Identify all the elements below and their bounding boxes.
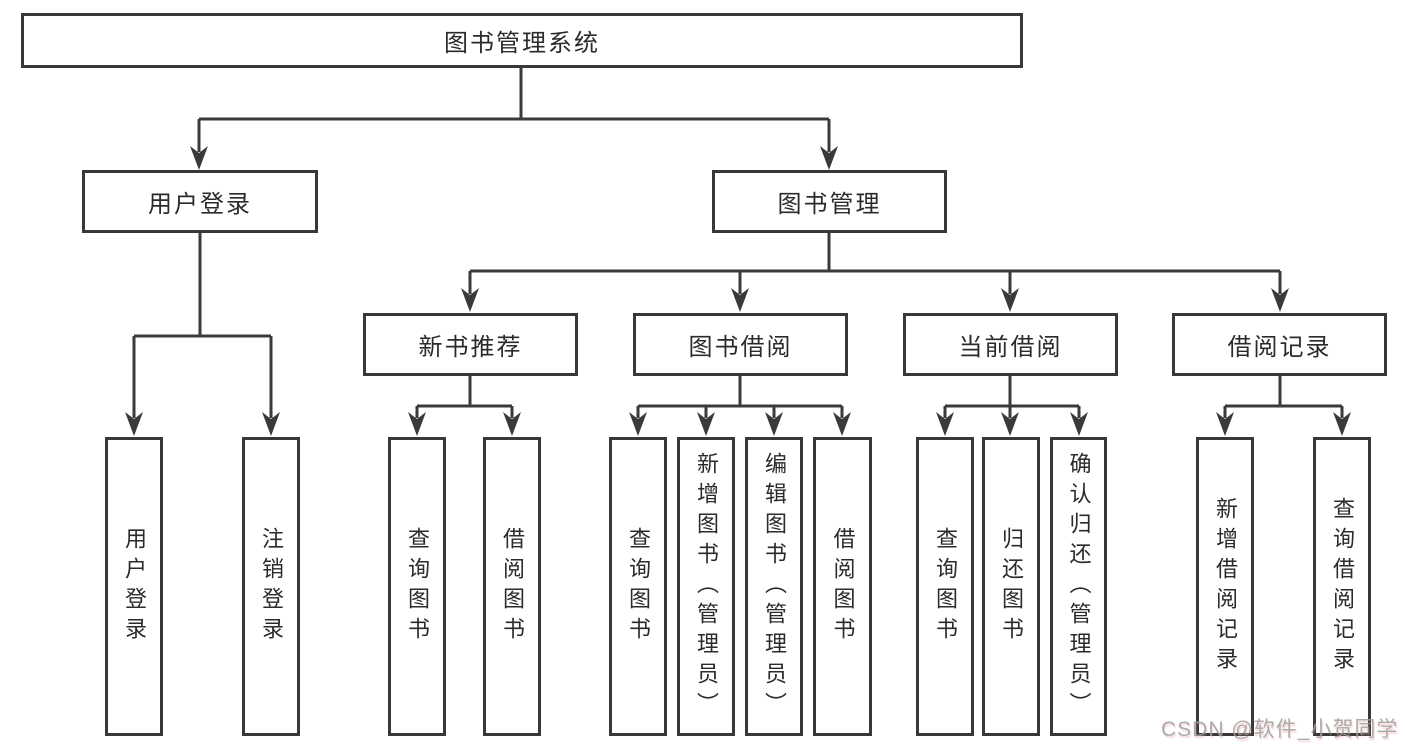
node-root-label: 图书管理系统 [444, 30, 600, 57]
node-leaf-borrow-books-recommend: 借阅图书 [483, 437, 541, 736]
node-label: 新增借阅记录 [1213, 496, 1238, 677]
node-leaf-add-books-admin: 新增图书（管理员） [677, 437, 735, 736]
node-label: 图书管理 [777, 191, 882, 218]
node-label: 查询图书 [626, 526, 651, 647]
node-label: 新书推荐 [418, 334, 523, 361]
node-leaf-user-login: 用户登录 [105, 437, 163, 736]
node-label: 用户登录 [122, 526, 147, 647]
node-label: 借阅图书 [500, 526, 525, 647]
node-label: 用户登录 [148, 191, 252, 218]
node-leaf-return-books: 归还图书 [982, 437, 1040, 736]
node-leaf-edit-books-admin: 编辑图书（管理员） [745, 437, 803, 736]
node-label: 编辑图书（管理员） [762, 451, 787, 722]
node-label: 注销登录 [259, 526, 284, 647]
node-label: 借阅图书 [830, 526, 856, 647]
node-leaf-query-books-recommend: 查询图书 [388, 437, 446, 736]
node-leaf-query-books-borrowing: 查询图书 [609, 437, 667, 736]
node-new-book-recommend: 新书推荐 [363, 313, 578, 376]
node-leaf-borrow-books-borrowing: 借阅图书 [813, 437, 872, 736]
node-label: 新增图书（管理员） [694, 451, 719, 722]
node-leaf-query-books-current: 查询图书 [916, 437, 974, 736]
node-borrowing-records: 借阅记录 [1172, 313, 1387, 376]
node-label: 当前借阅 [958, 334, 1063, 361]
node-leaf-confirm-return-admin: 确认归还（管理员） [1050, 437, 1107, 736]
node-leaf-logout: 注销登录 [242, 437, 300, 736]
node-leaf-query-borrow-record: 查询借阅记录 [1313, 437, 1371, 736]
node-current-borrowing: 当前借阅 [903, 313, 1118, 376]
node-label: 查询图书 [933, 526, 958, 647]
node-label: 查询图书 [405, 526, 430, 647]
node-label: 确认归还（管理员） [1066, 451, 1092, 722]
node-book-management-branch: 图书管理 [712, 170, 947, 233]
node-leaf-add-borrow-record: 新增借阅记录 [1196, 437, 1254, 736]
node-label: 图书借阅 [688, 334, 793, 361]
node-root-system: 图书管理系统 [21, 13, 1023, 68]
node-label: 借阅记录 [1227, 334, 1332, 361]
node-label: 归还图书 [999, 526, 1024, 647]
node-book-borrowing: 图书借阅 [633, 313, 848, 376]
node-user-login-branch: 用户登录 [82, 170, 318, 233]
node-label: 查询借阅记录 [1330, 496, 1355, 677]
